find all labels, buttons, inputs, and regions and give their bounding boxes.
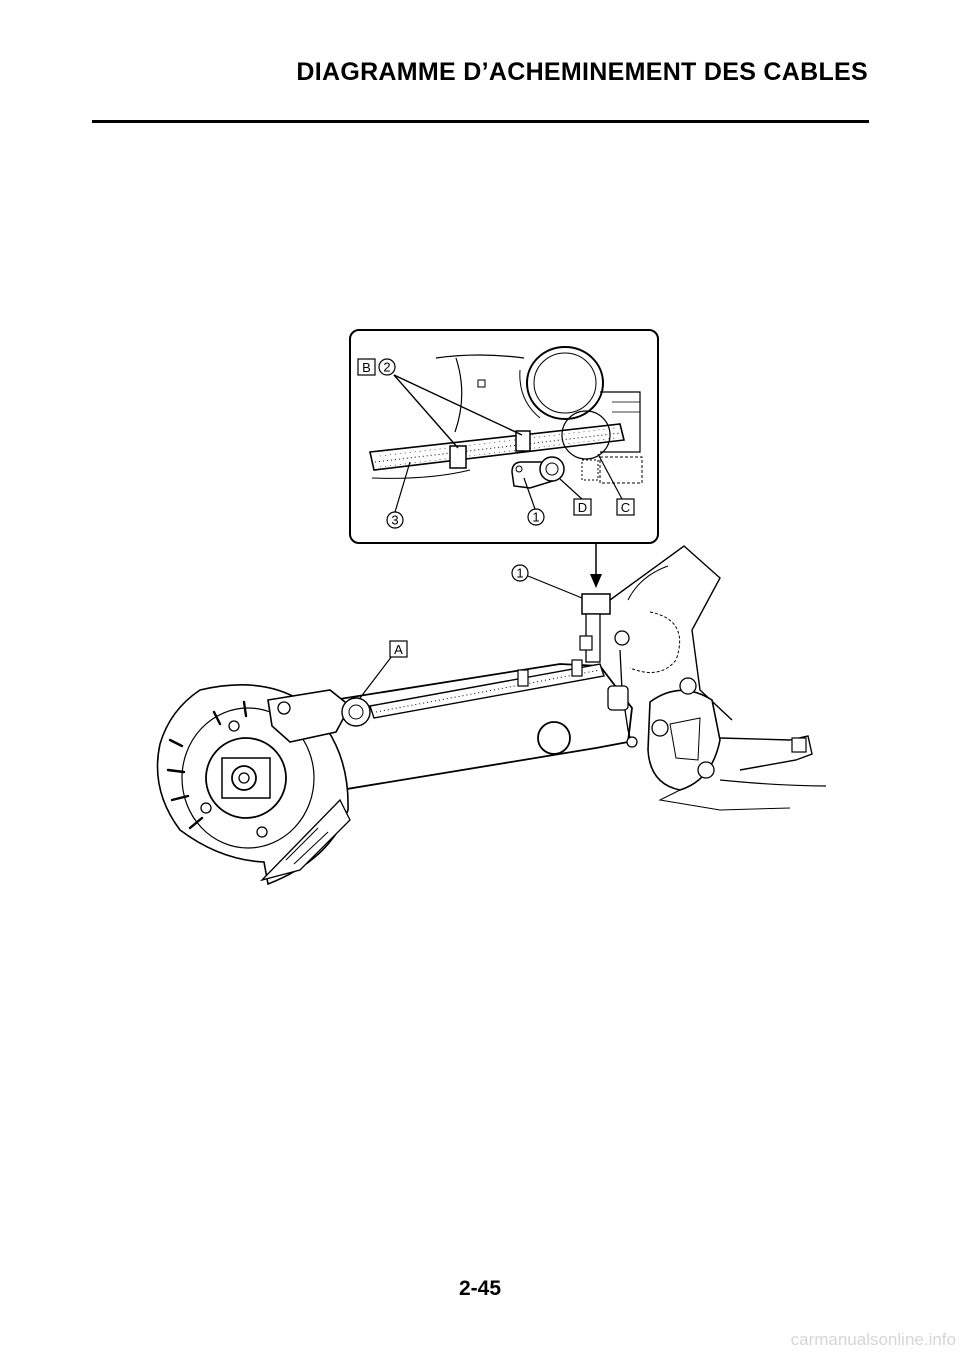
ref-label-d: D [578,500,587,515]
callout-1-inset: 1 [532,510,539,525]
main-assembly [156,545,827,886]
watermark: carmanualsonline.info [790,1330,956,1349]
callout-2: 2 [383,360,390,375]
ref-label-c: C [621,500,630,515]
inset-detail: B 2 3 1 D C [349,329,659,544]
arrow-down-icon [590,574,602,588]
page-number: 2-45 [458,1277,502,1300]
callout-1-main: 1 [516,566,523,581]
ref-label-b: B [362,360,371,375]
ref-label-a: A [394,642,403,657]
header-divider [92,120,869,123]
page-title: DIAGRAMME D’ACHEMINEMENT DES CABLES [296,58,868,86]
callout-3: 3 [391,513,398,528]
